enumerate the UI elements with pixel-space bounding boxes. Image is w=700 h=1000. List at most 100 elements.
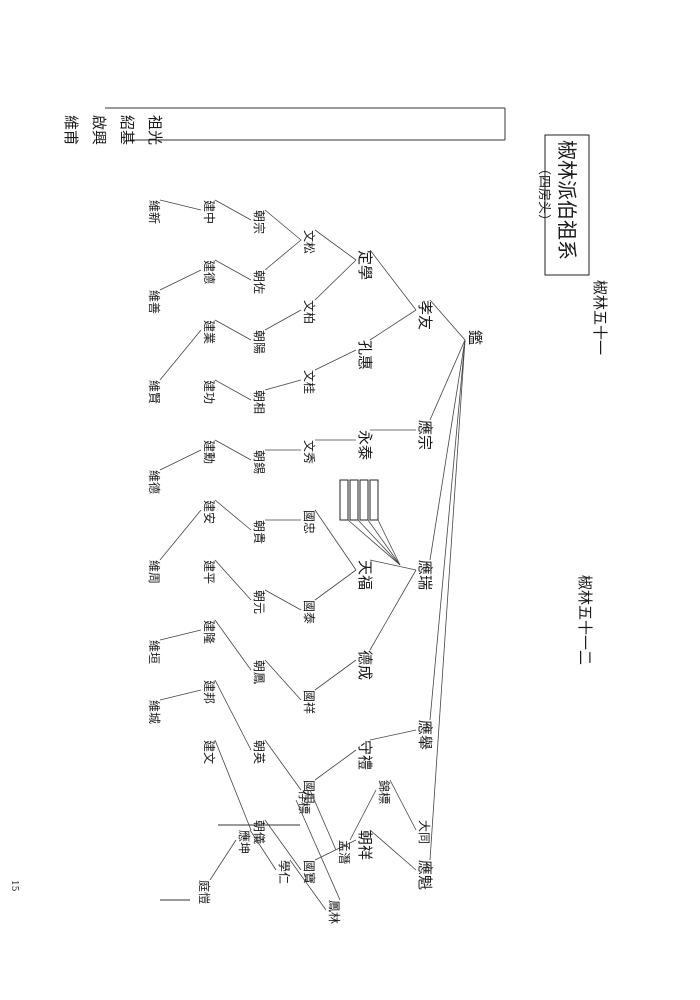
branch-gen2-gen3	[314, 569, 357, 601]
right-branch-name: 錦標	[377, 780, 392, 804]
branch-root-gen1	[429, 339, 466, 561]
branch-gen2-gen3	[314, 259, 357, 301]
right-branch-name: 孟潛	[337, 840, 351, 864]
gen3-name: 文柏	[302, 300, 317, 324]
branch-gen5-gen6	[159, 329, 202, 381]
side-left-3: 維甫	[62, 115, 80, 145]
corner-mark: 15	[9, 880, 19, 892]
branch-gen2-gen3	[314, 749, 357, 781]
branch-right	[249, 829, 277, 871]
branch-gen4-gen5	[214, 619, 252, 671]
right-branch-name: 存標	[297, 790, 311, 814]
gen1-name: 應魁	[416, 860, 434, 890]
side-left-2: 啟興	[90, 115, 108, 145]
branch-gen3-gen4	[264, 239, 302, 271]
branch-gen2-gen3	[314, 839, 357, 861]
branch-gen4-gen5	[214, 439, 252, 461]
page-label-right-mid: 椒林五十一二	[576, 575, 594, 665]
gen2-name: 守禮	[356, 740, 374, 770]
gen3-name: 文松	[302, 230, 317, 254]
boxed-group-marker	[339, 479, 349, 521]
gen4-name: 朝宗	[252, 210, 267, 234]
gen2-name: 定學	[356, 250, 374, 280]
gen1-name: 孝友	[416, 300, 434, 330]
gen5-name: 建勳	[202, 440, 217, 464]
branch-gen3-gen4	[264, 659, 302, 701]
branch-gen1-gen2	[369, 729, 417, 741]
gen2-name: 朝祥	[356, 830, 374, 860]
branch-root-gen1	[429, 339, 466, 721]
branch-root-gen1	[429, 299, 466, 341]
header-title: 椒林派伯祖系	[555, 140, 579, 260]
gen4-name: 朝鳳	[252, 660, 266, 684]
gen5-name: 建平	[202, 560, 216, 584]
branch-gen1-gen2	[369, 249, 417, 311]
header-subtitle: （四房头）	[536, 162, 552, 227]
right-branch-name: 大同	[417, 820, 431, 844]
gen2-name: 德成	[356, 650, 374, 680]
branch-gen4-gen5	[214, 499, 252, 531]
gen1-name: 應舉	[416, 720, 434, 750]
gen4-name: 朝佐	[252, 270, 266, 294]
root-name: 鑑	[466, 330, 484, 345]
gen3-name: 國祥	[302, 690, 316, 714]
branch-right	[349, 789, 377, 841]
side-left-1: 紹基	[118, 115, 136, 145]
right-branch-name: 庭愷	[197, 880, 212, 904]
gen2-name: 天福	[356, 560, 374, 590]
gen4-name: 朝儀	[252, 820, 266, 844]
gen3-name: 國泰	[302, 600, 316, 624]
gen6-name: 維德	[147, 470, 162, 494]
branch-gen3-gen4	[264, 819, 302, 871]
gen5-name: 建安	[202, 500, 217, 524]
gen3-name: 國忠	[302, 510, 316, 534]
branch-right	[389, 779, 417, 831]
gen6-name: 維新	[147, 200, 162, 224]
side-left-block: 祖光 紹基 啟興 維甫	[62, 115, 164, 145]
gen6-name: 維垣	[147, 640, 161, 664]
branch-gen5-gen6	[159, 629, 202, 641]
page-label-right-top: 椒林五十一	[591, 280, 609, 355]
boxed-group-marker	[369, 479, 379, 521]
branch-gen4-gen5	[214, 379, 252, 401]
branch-gen1-gen2	[369, 559, 417, 571]
branch-gen5-gen6	[159, 199, 202, 211]
gen1-name: 應瑞	[416, 560, 434, 590]
branch-right	[295, 799, 341, 901]
gen4-name: 朝相	[252, 390, 266, 414]
gen4-name: 朝陽	[252, 330, 266, 354]
right-branch-name: 學仁	[277, 860, 291, 884]
branch-right	[309, 789, 337, 851]
branch-gen2-gen3	[314, 229, 357, 261]
branch-gen3-gen4	[264, 309, 302, 331]
branch-gen5-gen6	[159, 449, 202, 471]
right-branch-name: 應坤	[237, 830, 252, 854]
gen5-name: 建隆	[202, 620, 217, 644]
gen3-name: 國寶	[302, 860, 317, 884]
gen4-name: 朝元	[252, 590, 266, 614]
family-tree: 鑑孝友應宗應瑞應舉應魁定學孔惠永泰天福德成守禮朝祥文松文柏文桂文秀國忠國泰國祥國…	[147, 199, 484, 924]
gen5-name: 建業	[202, 320, 216, 344]
side-left-0: 祖光	[146, 115, 164, 145]
branch-gen4-gen5	[214, 739, 252, 831]
branch-root-gen1	[429, 339, 466, 421]
gen5-name: 建德	[202, 260, 217, 284]
gen6-name: 維城	[147, 700, 161, 724]
branch-gen4-gen5	[214, 259, 252, 281]
fan-line	[367, 519, 401, 566]
gen4-name: 朝貴	[252, 520, 266, 544]
branch-gen2-gen3	[314, 349, 357, 371]
gen5-name: 建中	[202, 200, 217, 224]
boxed-group-marker	[359, 479, 369, 521]
gen5-name: 建邦	[202, 680, 216, 704]
gen1-name: 應宗	[416, 420, 434, 450]
gen5-name: 建文	[202, 740, 217, 764]
branch-gen1-gen2	[369, 829, 417, 871]
gen6-name: 維賢	[147, 380, 161, 404]
fan-line	[347, 519, 401, 566]
page-label-top: 椒林五十一	[591, 280, 609, 355]
branch-right	[209, 839, 237, 881]
gen2-name: 孔惠	[356, 340, 374, 370]
